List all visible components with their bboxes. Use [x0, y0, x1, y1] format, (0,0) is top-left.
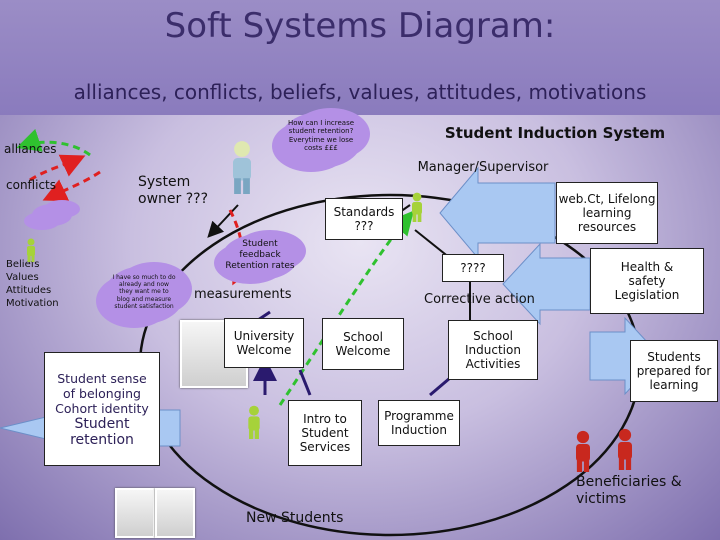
survey-cloud	[104, 266, 184, 324]
students-prepared-line: Students	[647, 350, 701, 364]
beneficiaries-line: victims	[576, 490, 627, 507]
system-owner-line: owner ???	[138, 190, 208, 207]
feedback-text: Student feedback Retention rates	[216, 239, 304, 271]
conflict-arrow-2	[42, 170, 101, 202]
feedback-line: Student	[242, 239, 278, 249]
standards-line: Standards	[333, 205, 395, 219]
belonging-line: retention	[70, 431, 134, 448]
new-students-label: New Students	[246, 510, 344, 526]
university-line: Welcome	[236, 343, 292, 357]
question-line: Everytime we lose	[288, 135, 354, 144]
school-welcome-line: Welcome	[335, 344, 391, 358]
owner-person-icon	[233, 141, 251, 194]
manager-label: Manager/Supervisor	[417, 160, 549, 175]
school-to-intro-arrow	[298, 369, 312, 396]
legend-conflicts: conflicts	[6, 178, 56, 192]
standards-box: Standards???	[325, 198, 403, 240]
legend-beliefs-line: Values	[6, 272, 39, 283]
webct-line: learning	[582, 206, 632, 220]
beneficiary-person-icon	[618, 428, 632, 470]
beneficiary-person-icon	[576, 430, 590, 472]
question-line: How can I increase	[287, 119, 355, 127]
system-owner-label: System owner ???	[138, 174, 208, 208]
programme-line: Induction	[391, 423, 447, 437]
student-photo	[155, 488, 195, 538]
intro-line: Services	[299, 440, 351, 454]
beneficiaries-line: Beneficiaries &	[576, 474, 682, 490]
intro-line: Intro to	[303, 412, 347, 426]
corrective-label: Corrective action	[424, 292, 535, 307]
belonging-box: Student sense of belonging Cohort identi…	[44, 352, 160, 466]
page-subtitle: alliances, conflicts, beliefs, values, a…	[73, 80, 647, 104]
health-line: safety	[628, 274, 666, 288]
measurements-label: measurements	[194, 287, 292, 302]
q4-text: ????	[460, 261, 486, 275]
belonging-line: Student	[74, 415, 130, 432]
survey-cloud-text: I have so much to do already and now the…	[100, 274, 188, 310]
question-cloud-text: How can I increase student retention? Ev…	[278, 119, 364, 153]
system-title: Student Induction System	[444, 124, 666, 142]
belonging-line: Student sense	[57, 370, 147, 386]
legend-cloud	[32, 204, 72, 226]
school-welcome-line: School	[343, 330, 383, 344]
legend-beliefs-line: Beliefs	[6, 259, 40, 270]
question-line: costs £££	[304, 144, 338, 153]
student-person-icon	[248, 405, 260, 439]
alliance-arrow	[16, 128, 91, 157]
beneficiaries-label: Beneficiaries & victims	[576, 474, 682, 508]
survey-line: student satisfaction	[114, 302, 174, 310]
school-induction-line: Induction	[465, 343, 521, 357]
q4-box: ????	[442, 254, 504, 282]
survey-line: I have so much to do	[112, 274, 176, 281]
survey-line: blog and measure	[116, 295, 172, 303]
question-cloud	[280, 112, 362, 168]
webct-block-arrow	[439, 166, 556, 260]
question-line: student retention?	[288, 127, 354, 136]
page-title: Soft Systems Diagram:	[164, 6, 556, 46]
students-prepared-line: prepared for	[636, 364, 712, 378]
owner-to-feedback-arrow	[207, 204, 239, 238]
title-bar	[0, 0, 720, 115]
legend-person-icon	[27, 238, 35, 262]
webct-line: web.Ct, Lifelong	[558, 192, 656, 206]
legend-beliefs-line: Motivation	[6, 298, 59, 309]
intro-line: Student	[301, 426, 349, 440]
legend-alliances: alliances	[4, 142, 57, 156]
university-line: University	[233, 329, 295, 343]
legend-beliefs: Beliefs Values Attitudes Motivation	[6, 258, 59, 310]
induction-to-programme-arrow	[429, 376, 451, 397]
conflict-arrow-1	[29, 154, 86, 182]
school-induction-line: School	[473, 329, 513, 343]
belonging-line: of belonging	[63, 385, 141, 401]
manager-person-icon	[412, 192, 422, 222]
school-induction-line: Activities	[465, 357, 521, 371]
student-photo	[115, 488, 155, 538]
feedback-line: Retention rates	[225, 260, 295, 271]
survey-line: they want me to	[119, 288, 169, 296]
survey-line: already and now	[119, 281, 169, 289]
webct-line: resources	[577, 220, 637, 234]
health-line: Health &	[620, 260, 674, 274]
programme-line: Programme	[384, 409, 454, 423]
feedback-cloud	[222, 234, 298, 280]
system-owner-line: System	[138, 174, 191, 190]
feedback-line: feedback	[239, 249, 281, 260]
students-prepared-line: learning	[649, 378, 699, 392]
belonging-line: Cohort identity	[55, 400, 149, 416]
legend-beliefs-line: Attitudes	[6, 285, 52, 296]
health-block-arrow	[502, 242, 591, 326]
standards-line: ???	[354, 219, 374, 233]
health-line: Legislation	[614, 288, 680, 302]
